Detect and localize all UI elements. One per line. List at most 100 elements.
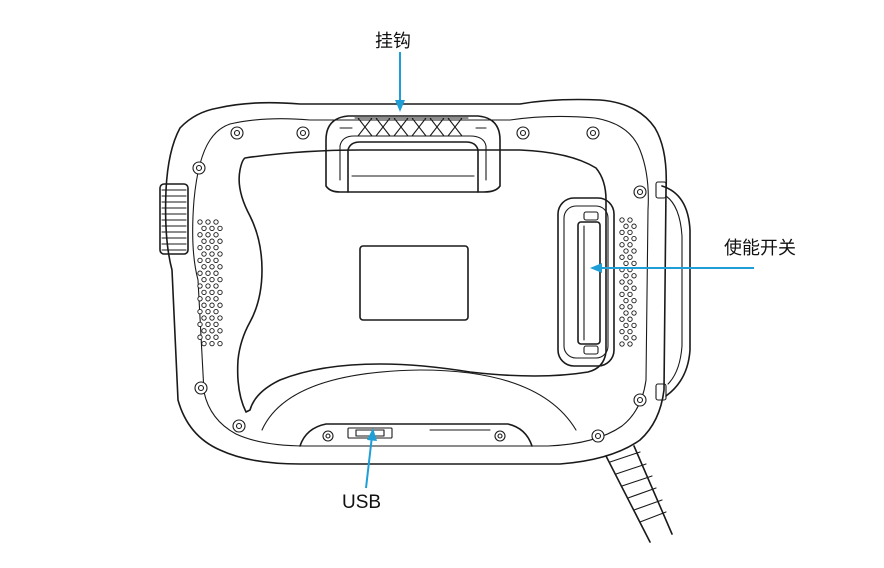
grille-hole [201,340,207,347]
enable-switch-callout-arrow [590,263,754,273]
grille-hole [197,219,203,225]
grille-hole [209,264,215,270]
grille-hole [197,257,203,264]
grille-hole [209,225,215,232]
grille-hole [631,223,637,229]
grille-hole [627,279,633,285]
grille-hole [627,254,633,260]
grille-hole [201,328,207,334]
grille-hole [209,251,215,257]
grille-hole [623,335,629,341]
grille-hole [209,328,215,334]
grille-hole [205,308,211,315]
grille-hole [209,340,215,347]
speaker-grille-left [197,219,223,347]
hook-grip-pattern [354,117,469,137]
grille-hole [197,232,203,238]
housing-outline [164,98,668,465]
grille-hole [631,285,637,291]
grille-hole [213,308,219,315]
grille-hole [209,276,215,283]
grille-hole [205,296,211,302]
label-plate [359,245,469,321]
grille-hole [201,276,207,283]
hook-callout-arrow [395,52,405,112]
grille-hole [201,289,207,296]
grille-hole [619,291,625,298]
grille-hole [631,273,637,279]
grille-hole [217,302,223,308]
grille-hole [197,308,203,315]
grille-hole [213,257,219,264]
enable-switch [557,197,615,367]
grille-hole [201,238,207,244]
grille-hole [623,310,629,316]
grille-hole [631,260,637,267]
grille-hole [217,315,223,321]
speaker-grille-right [619,217,637,347]
grille-hole [205,321,211,328]
grille-hole [201,315,207,321]
grille-hole [619,229,625,236]
grille-hole [619,316,625,322]
grille-hole [631,322,637,329]
grille-hole [197,321,203,328]
grille-hole [209,289,215,296]
grille-hole [197,334,203,340]
grille-hole [631,235,637,242]
grille-hole [205,244,211,251]
grille-hole [213,283,219,289]
grille-hole [213,232,219,238]
grille-hole [217,276,223,283]
grille-hole [201,264,207,270]
grille-hole [623,223,629,229]
grille-hole [197,296,203,302]
grille-hole [209,315,215,321]
grille-hole [209,302,215,308]
grille-hole [627,304,633,310]
grille-hole [213,334,219,340]
cable [605,445,673,543]
grille-hole [197,244,203,251]
grille-hole [623,260,629,267]
grille-hole [627,229,633,236]
grille-hole [623,322,629,329]
grille-hole [201,302,207,308]
grille-hole [217,251,223,257]
grille-hole [205,283,211,289]
grille-hole [631,310,637,316]
back-panel [236,149,607,413]
grille-hole [201,251,207,257]
grille-hole [213,321,219,328]
grille-hole [623,235,629,242]
grille-hole [619,279,625,285]
grille-hole [631,335,637,341]
hanger-hook [325,115,501,193]
grille-hole [205,270,211,276]
grille-hole [623,248,629,254]
grille-hole [627,291,633,298]
grille-hole [205,232,211,238]
grille-hole [627,217,633,223]
grille-hole [213,296,219,302]
grille-hole [217,238,223,244]
grille-hole [217,328,223,334]
grille-hole [619,328,625,335]
grille-hole [627,328,633,335]
grille-hole [217,340,223,347]
grille-hole [205,257,211,264]
grille-hole [619,341,625,347]
grille-hole [627,316,633,322]
grille-hole [217,289,223,296]
grille-hole [213,219,219,225]
left-dial [159,183,189,255]
grille-hole [205,219,211,225]
grille-hole [201,225,207,232]
grille-hole [623,285,629,291]
grille-hole [631,297,637,304]
grille-hole [217,225,223,232]
screws [192,126,647,443]
grille-hole [627,242,633,248]
lower-contour [261,369,577,431]
